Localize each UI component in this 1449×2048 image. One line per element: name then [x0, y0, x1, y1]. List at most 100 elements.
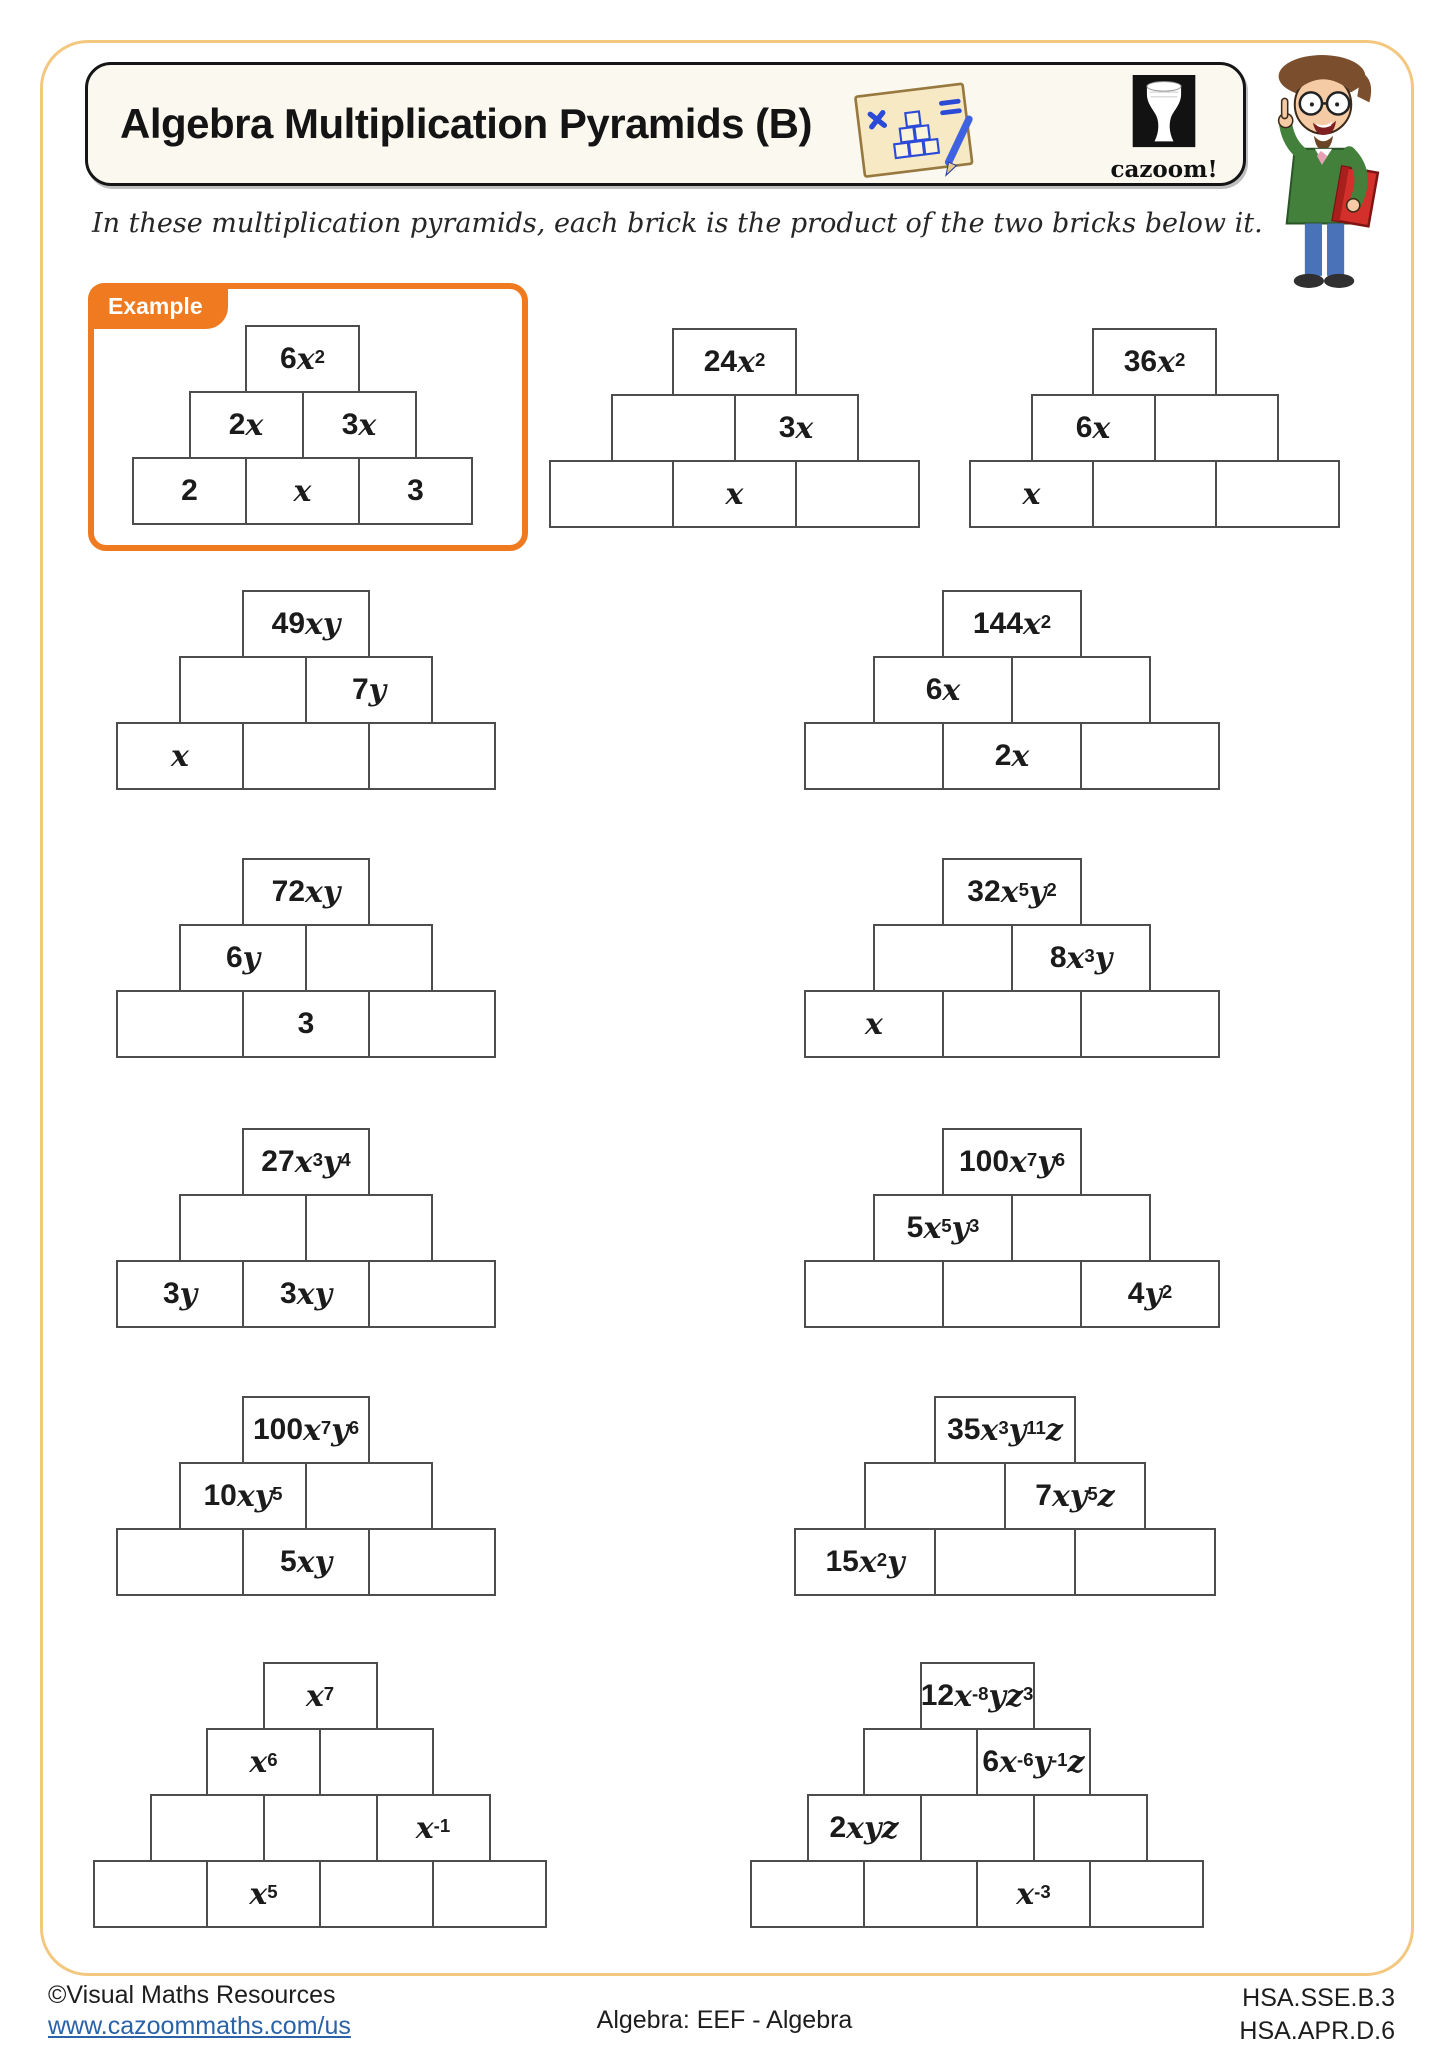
pyramid-2-answer-cell[interactable]	[549, 460, 674, 528]
pyramid-3-answer-cell[interactable]	[1153, 394, 1279, 462]
pyramid-2-answer-cell[interactable]	[795, 460, 920, 528]
pyramid-3-answer-cell[interactable]	[1215, 460, 1340, 528]
pyramid-8-row-2	[112, 1194, 500, 1262]
pyramid-4-answer-cell[interactable]	[242, 722, 370, 790]
standard-code-1: HSA.SSE.B.3	[1242, 1984, 1395, 2012]
pyramid-13-answer-cell[interactable]	[919, 1794, 1035, 1862]
pyramid-10-answer-cell[interactable]	[368, 1528, 496, 1596]
cazoom-website-link[interactable]: www.cazoommaths.com/us	[48, 2011, 351, 2040]
pyramid-4-answer-cell[interactable]	[179, 656, 307, 724]
pyramid-7-answer-cell[interactable]	[873, 924, 1013, 992]
pyramid-13-answer-cell[interactable]	[1032, 1794, 1148, 1862]
pyramid-5-answer-cell[interactable]	[1011, 656, 1151, 724]
pyramid-12-answer-cell[interactable]	[93, 1860, 208, 1928]
pyramid-6-answer-cell[interactable]	[368, 990, 496, 1058]
pyramid-12-answer-cell[interactable]	[319, 1860, 434, 1928]
pyramid-8-answer-cell[interactable]	[305, 1194, 433, 1262]
pyramid-4-answer-cell[interactable]	[368, 722, 496, 790]
pyramid-10-answer-cell[interactable]	[305, 1462, 433, 1530]
pyramid-12-answer-cell[interactable]	[319, 1728, 434, 1796]
pyramid-1-value-cell: 3	[358, 457, 473, 525]
pyramid-6-answer-cell[interactable]	[116, 990, 244, 1058]
pyramid-8-answer-cell[interactable]	[368, 1260, 496, 1328]
pyramid-7-answer-cell[interactable]	[1080, 990, 1220, 1058]
pyramid-9-answer-cell[interactable]	[804, 1260, 944, 1328]
pyramid-5-answer-cell[interactable]	[804, 722, 944, 790]
pyramid-10-answer-cell[interactable]	[116, 1528, 244, 1596]
header: Algebra Multiplication Pyramids (B)	[85, 62, 1246, 186]
footer-standards: HSA.SSE.B.3 HSA.APR.D.6	[1239, 1982, 1395, 2047]
pyramid-6-row-3: 3	[112, 990, 500, 1058]
pyramid-7-answer-cell[interactable]	[942, 990, 1082, 1058]
pyramid-11-answer-cell[interactable]	[1074, 1528, 1216, 1596]
pyramid-4-value-cell: x	[116, 722, 244, 790]
pyramid-3-answer-cell[interactable]	[1092, 460, 1217, 528]
pyramid-12-value-cell: x-1	[375, 1794, 491, 1862]
pyramid-9-answer-cell[interactable]	[1011, 1194, 1151, 1262]
pyramid-9-answer-cell[interactable]	[942, 1260, 1082, 1328]
pyramid-13-answer-cell[interactable]	[750, 1860, 865, 1928]
cazoom-logo: cazoom!	[1109, 75, 1219, 183]
copyright-text: ©Visual Maths Resources	[48, 1981, 336, 2009]
pyramid-12-answer-cell[interactable]	[149, 1794, 265, 1862]
pyramid-2-row-3: x	[545, 460, 924, 528]
pyramid-1-value-cell: x	[245, 457, 360, 525]
pyramid-12-answer-cell[interactable]	[432, 1860, 547, 1928]
pyramid-13-answer-cell[interactable]	[1089, 1860, 1204, 1928]
pyramid-13-answer-cell[interactable]	[863, 1860, 978, 1928]
pyramid-4-row-3: x	[112, 722, 500, 790]
pyramid-11-answer-cell[interactable]	[934, 1528, 1076, 1596]
cazoom-logo-text: cazoom!	[1110, 156, 1218, 183]
pyramid-2-answer-cell[interactable]	[610, 394, 736, 462]
pyramid-7-value-cell: x	[804, 990, 944, 1058]
pyramid-1-value-cell: 2	[132, 457, 247, 525]
pyramid-13-answer-cell[interactable]	[863, 1728, 978, 1796]
pyramid-12-answer-cell[interactable]	[262, 1794, 378, 1862]
pyramid-11-answer-cell[interactable]	[864, 1462, 1006, 1530]
footer-category: Algebra: EEF - Algebra	[596, 2006, 853, 2034]
pyramid-6-answer-cell[interactable]	[305, 924, 433, 992]
pyramid-5-answer-cell[interactable]	[1080, 722, 1220, 790]
pyramid-6-value-cell: 3	[242, 990, 370, 1058]
pyramid-8-answer-cell[interactable]	[179, 1194, 307, 1262]
